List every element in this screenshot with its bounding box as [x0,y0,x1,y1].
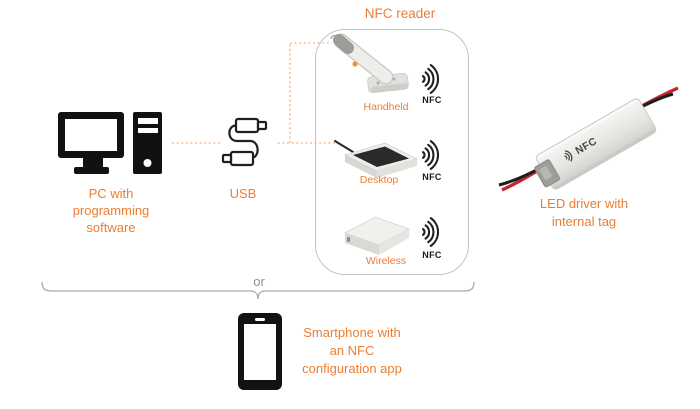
handheld-label: Handheld [363,101,409,113]
wireless-reader-image [344,216,410,255]
smartphone-label: Smartphone with an NFC configuration app [302,325,402,376]
nfc-waves-icon-wireless [421,217,440,247]
nfc-signal-label-desktop: NFC [422,172,442,182]
led-driver-image: NFC [533,96,658,192]
usb-label: USB [229,186,257,201]
desktop-label: Desktop [359,174,399,186]
pc-label: PC with programming software [72,186,150,235]
nfc-reader-title: NFC reader [364,6,436,21]
wireless-label: Wireless [365,255,407,267]
desktop-reader-image [334,140,419,178]
led-driver-nfc-print: NFC [560,133,600,165]
nfc-waves-icon-desktop [421,140,440,170]
nfc-waves-mini-icon [564,150,573,162]
or-bracket [41,281,475,300]
nfc-waves-icon-handheld [421,64,440,94]
or-label: or [253,274,265,289]
smartphone-icon [238,313,282,390]
handheld-reader-image [330,33,409,94]
led-driver-print-text: NFC [573,134,600,157]
smartphone-screen [244,324,276,380]
led-driver-label: LED driver with internal tag [539,196,629,229]
nfc-reader-group-box [315,29,469,275]
pc-icon [58,112,162,174]
nfc-signal-label-wireless: NFC [422,250,442,260]
nfc-signal-label-handheld: NFC [422,95,442,105]
usb-cable-icon [220,110,276,172]
smartphone-speaker [255,317,265,321]
